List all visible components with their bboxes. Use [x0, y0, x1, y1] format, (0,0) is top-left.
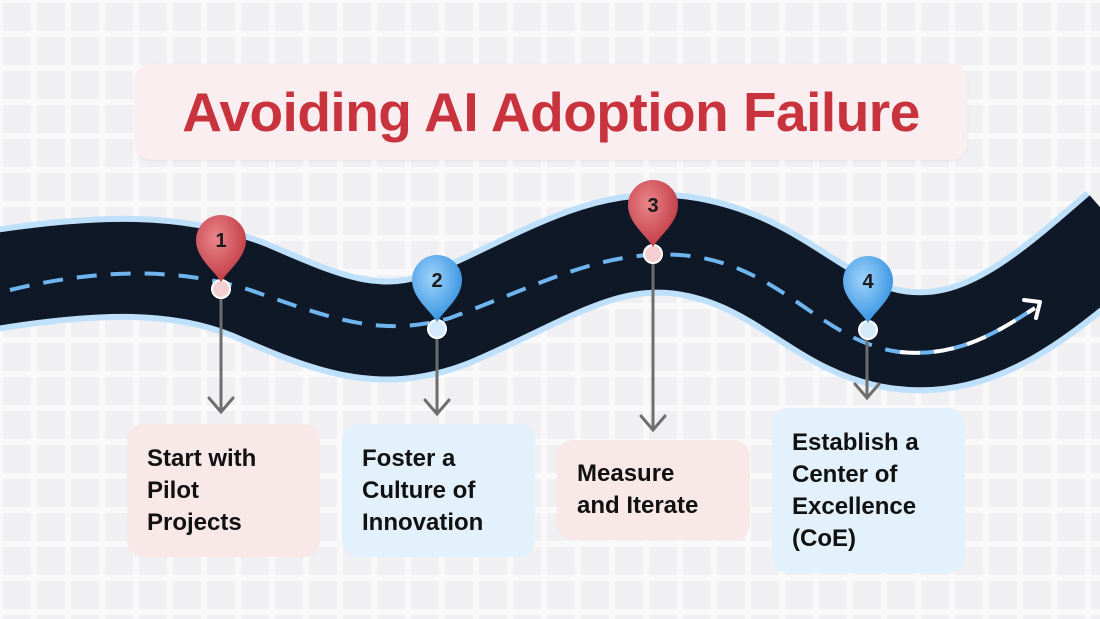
- pin-3-marker: [628, 180, 678, 264]
- step-4-label: Establish a Center of Excellence (CoE): [792, 428, 919, 552]
- pin-1-number: 1: [215, 230, 226, 252]
- pin-4-number: 4: [862, 271, 874, 293]
- road-center-line-end: [899, 306, 1037, 355]
- road: [0, 195, 1100, 388]
- step-1-label: Start with Pilot Projects: [147, 444, 257, 536]
- pin-4-marker: [843, 256, 893, 340]
- step-3-label: Measure and Iterate: [577, 460, 699, 519]
- title-banner: Avoiding AI Adoption Failure: [135, 64, 967, 160]
- pin-2-marker: [412, 255, 462, 339]
- step-2-label: Foster a Culture of Innovation: [362, 444, 484, 536]
- connector-3: [639, 256, 667, 433]
- connector-2: [423, 331, 451, 417]
- step-2-card: Foster a Culture of Innovation: [342, 424, 535, 557]
- connector-1: [207, 290, 235, 415]
- pin-2-number: 2: [431, 270, 442, 292]
- step-1-card: Start with Pilot Projects: [127, 424, 320, 557]
- pin-3-number: 3: [647, 195, 658, 217]
- page-title: Avoiding AI Adoption Failure: [182, 81, 920, 143]
- step-4-card: Establish a Center of Excellence (CoE): [772, 408, 965, 573]
- step-3-card: Measure and Iterate: [557, 440, 750, 540]
- arrow-right-icon: [1022, 298, 1042, 320]
- pin-1-marker: [196, 215, 246, 299]
- connector-4: [853, 333, 881, 401]
